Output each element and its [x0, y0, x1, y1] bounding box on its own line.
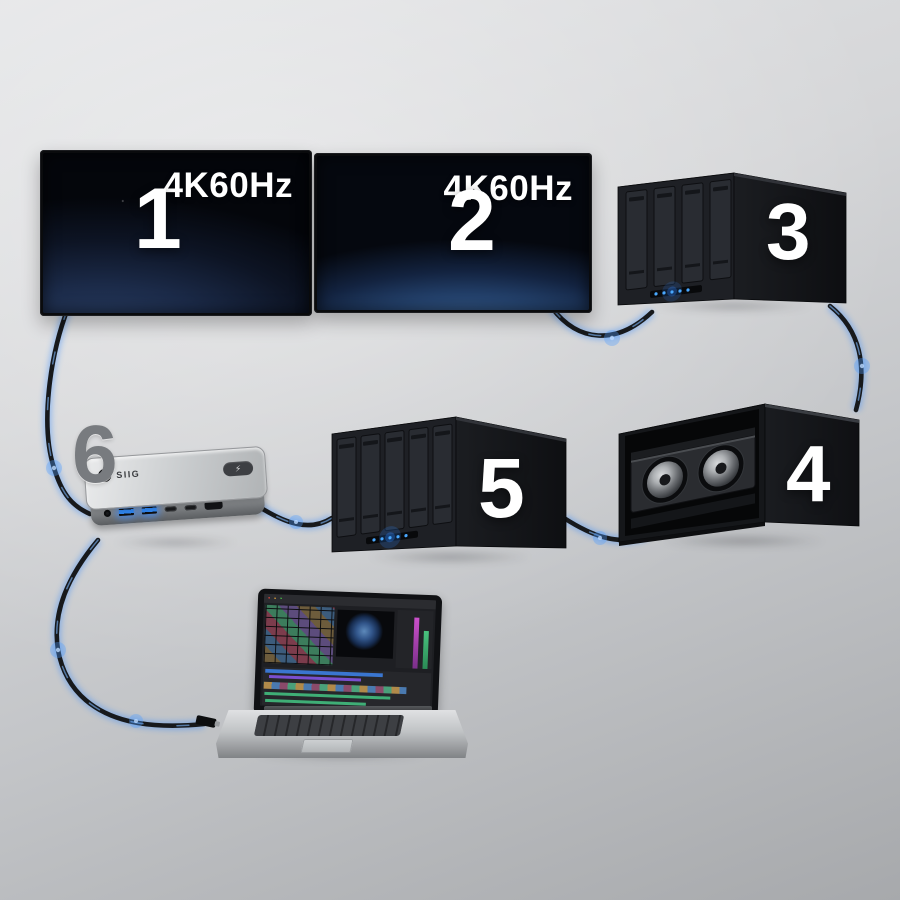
hdmi-port-icon — [204, 501, 223, 510]
laptop-base — [216, 710, 468, 758]
enclosure-3-led-strip — [650, 281, 702, 302]
monitor-2-resolution-label: 4K60Hz — [443, 169, 573, 208]
laptop-screen — [253, 588, 443, 718]
enclosure-5-drive-bays — [336, 423, 453, 549]
enclosure-5-number: 5 — [478, 441, 525, 535]
monitor-1-number: 1 — [134, 171, 182, 267]
cable-monitor1-to-dock — [42, 305, 93, 519]
enclosure-3-drive-bays — [625, 179, 732, 302]
laptop-display — [259, 593, 437, 713]
video-editor-timeline — [261, 666, 432, 712]
drive-enclosure-5 — [331, 416, 567, 553]
audio-jack-port — [103, 509, 112, 517]
enclosure-5-led-strip — [366, 526, 418, 549]
dock-brand-label: SIIG — [115, 468, 141, 481]
enclosure-5-edge-highlight — [456, 417, 566, 442]
egpu-enclosure-4 — [618, 403, 860, 546]
enclosure-3-side-face — [733, 172, 847, 304]
drive-enclosure-3 — [617, 172, 847, 306]
video-editor-preview-pane — [335, 610, 395, 660]
egpu-bottom-lip — [619, 522, 765, 546]
enclosure-3-number: 3 — [766, 187, 810, 276]
video-editor-media-browser — [263, 604, 335, 666]
enclosure-5-shadow — [335, 548, 565, 566]
monitor-1-resolution-label: 4K60Hz — [163, 166, 293, 205]
enclosure-5-side-face — [455, 416, 567, 549]
monitor-1: 4K60Hz — [40, 150, 312, 316]
thunderbolt-logo-icon: ⚡ — [222, 460, 254, 477]
cable-monitor2-to-enclosure3 — [548, 305, 656, 340]
gpu-fan-icon — [641, 455, 689, 504]
dock-shadow — [88, 536, 263, 549]
egpu-edge-highlight — [765, 404, 859, 423]
egpu-side-face — [764, 403, 860, 527]
enclosure-3-edge-highlight — [734, 173, 846, 196]
monitor-2-number: 2 — [448, 173, 496, 269]
egpu-graphics-card — [630, 427, 756, 529]
usb-port-icon — [118, 507, 135, 516]
cable-enclosure3-to-egpu — [827, 302, 866, 413]
monitor-2: 4K60Hz — [314, 153, 592, 313]
laptop-keyboard — [254, 714, 405, 736]
gpu-fan-icon — [697, 444, 745, 493]
usb-port-icon — [141, 505, 157, 514]
monitor-1-screen: 4K60Hz — [43, 153, 309, 313]
dock-6-number: 6 — [72, 409, 118, 500]
laptop-trackpad — [300, 738, 354, 754]
cable-dock-to-laptop — [52, 537, 207, 731]
cable-glow-highlights — [46, 330, 870, 728]
usb-c-port-icon — [184, 504, 197, 510]
laptop — [212, 588, 472, 762]
usb-c-port-icon — [164, 505, 177, 512]
video-editor-audio-meters — [395, 610, 434, 670]
cable-enclosure5-to-dock — [255, 502, 335, 530]
egpu-4-number: 4 — [786, 429, 830, 518]
monitor-2-screen: 4K60Hz — [317, 156, 589, 310]
